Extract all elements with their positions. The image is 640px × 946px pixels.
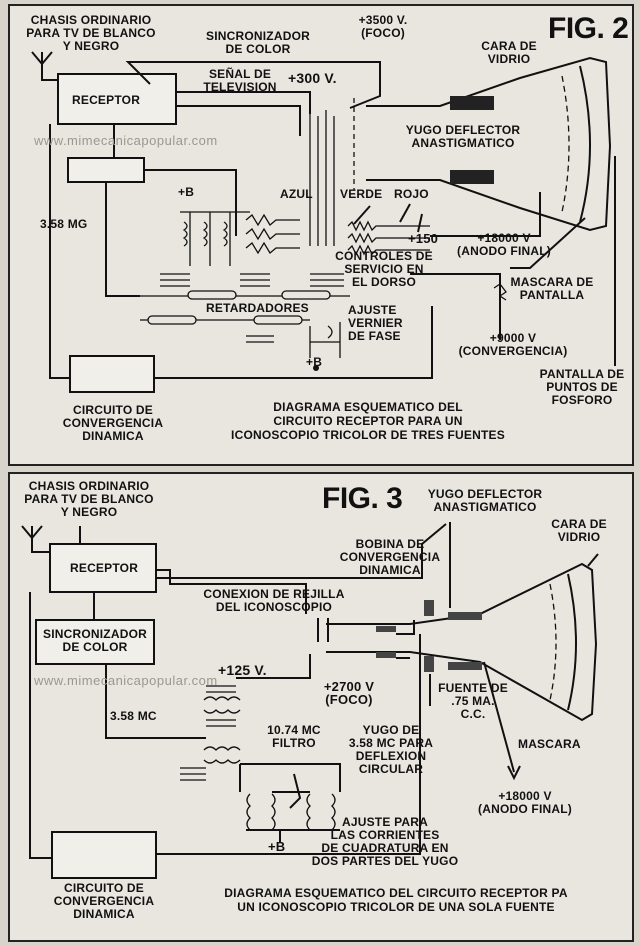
fig3-foco-label: +2700 V (FOCO): [323, 679, 375, 707]
fig2-sincronizador-label: SINCRONIZADOR DE COLOR: [206, 29, 310, 56]
fig2-pantalla-label: PANTALLA DE PUNTOS DE FOSFORO: [539, 367, 625, 407]
figure-3-panel: Fig. 3 CHASIS ORDINARIO PARA TV DE BLANC…: [8, 472, 634, 942]
receptor-box: [49, 543, 157, 593]
fig3-mascara-label: MASCARA: [518, 737, 581, 751]
fig2-v9000-label: +9000 V (CONVERGENCIA): [458, 331, 568, 358]
fig2-b-plus2-label: +B: [306, 355, 323, 369]
fig3-receptor-label: RECEPTOR: [70, 561, 139, 575]
fig2-yugo-label: YUGO DEFLECTOR ANASTIGMATICO: [405, 123, 521, 150]
fig2-controles-label: CONTROLES DE SERVICIO EN EL DORSO: [335, 249, 433, 289]
antenna-icon: [31, 51, 58, 81]
fig2-mg-label: 3.58 MG: [40, 217, 88, 231]
fig2-anodo-label: +18000 V (ANODO FINAL): [457, 231, 551, 258]
fig2-ajuste-label: AJUSTE VERNIER DE FASE: [348, 303, 403, 343]
figure-3-schematic: [21, 522, 599, 879]
fig2-b-plus-label: +B: [178, 185, 195, 199]
watermark-1: www.mimecanicapopular.com: [34, 133, 218, 148]
fig2-title: Fig. 2: [548, 12, 629, 45]
sincronizador-box: [35, 619, 155, 665]
fig3-mc-label: 3.58 MC: [110, 709, 157, 723]
fig3-convergencia-label: CIRCUITO DE CONVERGENCIA DINAMICA: [53, 881, 155, 921]
fig3-chasis-label: CHASIS ORDINARIO PARA TV DE BLANCO Y NEG…: [24, 479, 154, 519]
figure-2-schematic: [31, 51, 616, 393]
yugo-top: [450, 96, 494, 110]
fig2-rojo-label: ROJO: [394, 187, 429, 201]
fig3-b-plus-label: +B: [268, 839, 286, 854]
figure-2-panel: Fig. 2 CHASIS ORDINARIO PARA TV DE BLANC…: [8, 4, 634, 466]
fig3-yugo358-label: YUGO DE 3.58 MC PARA DEFLEXION CIRCULAR: [348, 723, 434, 776]
fig2-foco-label: +3500 V. (FOCO): [358, 13, 408, 40]
fig3-conexion-label: CONEXION DE REJILLA DEL ICONOSCOPIO: [203, 587, 345, 614]
fig2-verde-label: VERDE: [340, 187, 383, 201]
fig3-cara-label: CARA DE VIDRIO: [551, 517, 607, 544]
convergencia-box: [69, 355, 155, 393]
fig2-cara-label: CARA DE VIDRIO: [481, 39, 537, 66]
receptor-box: [57, 73, 177, 125]
yugo-bottom: [450, 170, 494, 184]
fig2-azul-label: AZUL: [280, 187, 313, 201]
watermark-2: www.mimecanicapopular.com: [34, 673, 218, 688]
fig3-bobina-label: BOBINA DE CONVERGENCIA DINAMICA: [339, 537, 441, 577]
fig3-v125-label: +125 V.: [218, 662, 267, 678]
fig2-chasis-label: CHASIS ORDINARIO PARA TV DE BLANCO Y NEG…: [26, 13, 156, 53]
fig2-v150-label: +150: [408, 231, 439, 246]
convergencia-box: [51, 831, 157, 879]
fig2-mascara-label: MASCARA DE PANTALLA: [510, 275, 594, 302]
fig3-anodo-label: +18000 V (ANODO FINAL): [478, 789, 572, 816]
sincronizador-box: [67, 157, 145, 183]
fig3-ajuste-label: AJUSTE PARA LAS CORRIENTES DE CUADRATURA…: [311, 815, 459, 868]
fig2-convergencia-label: CIRCUITO DE CONVERGENCIA DINAMICA: [62, 403, 164, 443]
fig2-senal-label: SEÑAL DE TELEVISION: [203, 67, 277, 94]
fig3-sincronizador-label: SINCRONIZADOR DE COLOR: [43, 627, 147, 654]
fig2-v300-label: +300 V.: [288, 70, 337, 86]
fig3-yugo-label: YUGO DEFLECTOR ANASTIGMATICO: [427, 487, 543, 514]
fig3-filtro-label: 10.74 MC FILTRO: [267, 723, 321, 750]
fig2-retardadores-label: RETARDADORES: [206, 301, 309, 315]
fig2-receptor-label: RECEPTOR: [72, 93, 141, 107]
fig3-caption: DIAGRAMA ESQUEMATICO DEL CIRCUITO RECEPT…: [224, 886, 568, 914]
antenna-icon: [21, 525, 50, 553]
fig3-fuente-label: FUENTE DE .75 MA. C.C.: [438, 681, 508, 721]
fig3-title: Fig. 3: [322, 482, 403, 515]
fig2-caption: DIAGRAMA ESQUEMATICO DEL CIRCUITO RECEPT…: [231, 400, 505, 442]
